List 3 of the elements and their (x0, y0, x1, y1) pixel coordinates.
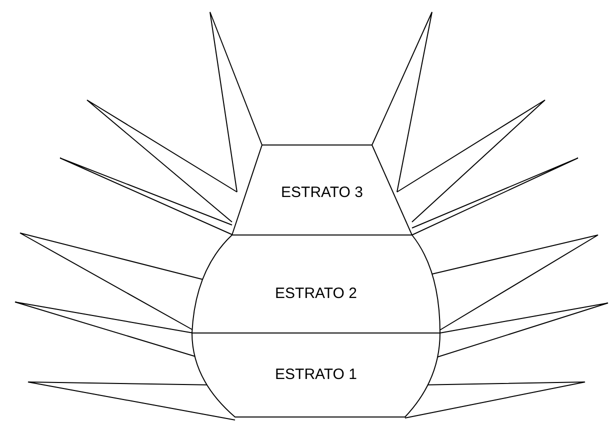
stratum-label: ESTRATO 2 (275, 285, 357, 302)
stratum-label: ESTRATO 1 (275, 366, 357, 383)
stratum-label: ESTRATO 3 (281, 184, 363, 201)
